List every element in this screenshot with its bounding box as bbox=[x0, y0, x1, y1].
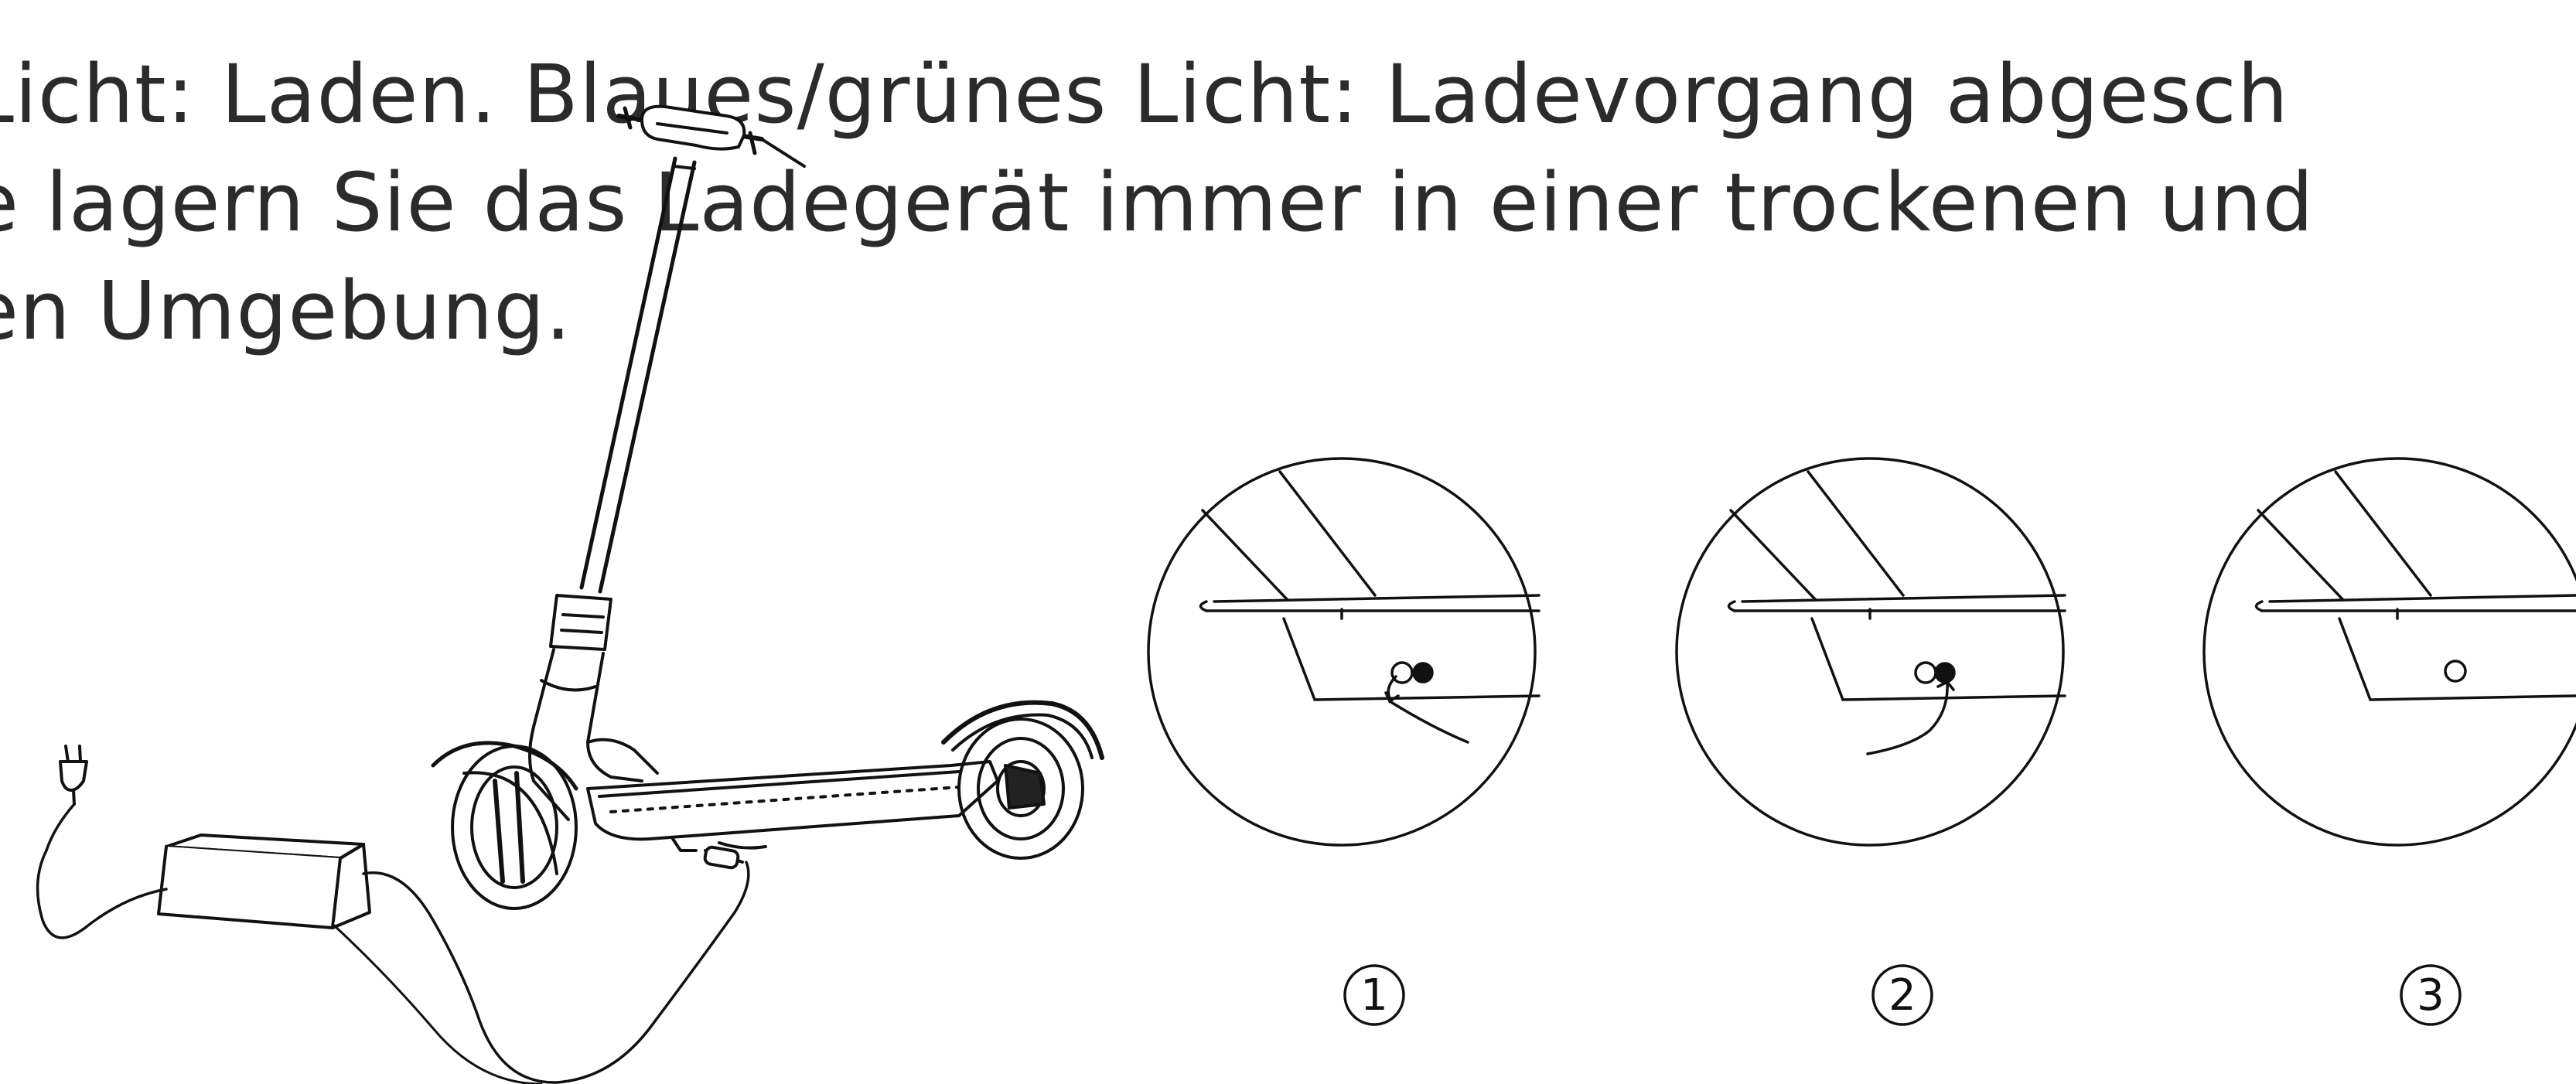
step-1-diagram bbox=[1147, 457, 1540, 847]
step-3-diagram bbox=[2202, 457, 2576, 847]
charging-port bbox=[1412, 662, 1434, 683]
instruction-line-3: en Umgebung. bbox=[0, 264, 572, 358]
scooter-illustration bbox=[36, 104, 1104, 1084]
scooter-deck bbox=[586, 760, 999, 852]
front-fork bbox=[528, 648, 659, 821]
front-wheel bbox=[431, 741, 578, 910]
step-2-diagram bbox=[1675, 457, 2066, 847]
step-number-3: 3 bbox=[2400, 964, 2462, 1026]
svg-text:2: 2 bbox=[1888, 970, 1916, 1021]
instruction-line-1: Licht: Laden. Blaues/grünes Licht: Ladev… bbox=[0, 47, 2289, 141]
charging-port-cap bbox=[1914, 661, 1937, 684]
power-plug-icon bbox=[59, 745, 88, 806]
step-2-zoom-circle bbox=[1675, 457, 2065, 847]
charger-cables bbox=[36, 803, 750, 1084]
step-number-1: 1 bbox=[1343, 964, 1405, 1026]
scooter-stem bbox=[549, 156, 697, 651]
charging-port-closed-cap bbox=[2444, 660, 2467, 683]
rear-wheel bbox=[941, 700, 1104, 860]
step-number-2: 2 bbox=[1871, 964, 1933, 1026]
svg-text:1: 1 bbox=[1360, 970, 1388, 1021]
instruction-line-2: e lagern Sie das Ladegerät immer in eine… bbox=[0, 155, 2315, 250]
deck-charging-plug bbox=[703, 845, 744, 870]
step-1-zoom-circle bbox=[1147, 457, 1537, 847]
step-3-zoom-circle bbox=[2202, 457, 2576, 847]
charging-port bbox=[1934, 662, 1956, 683]
charger-brick-icon bbox=[157, 833, 371, 929]
instruction-text: Licht: Laden. Blaues/grünes Licht: Ladev… bbox=[0, 0, 2576, 371]
handlebar bbox=[616, 104, 806, 168]
charging-port-cap bbox=[1390, 661, 1414, 684]
svg-text:3: 3 bbox=[2417, 970, 2445, 1021]
